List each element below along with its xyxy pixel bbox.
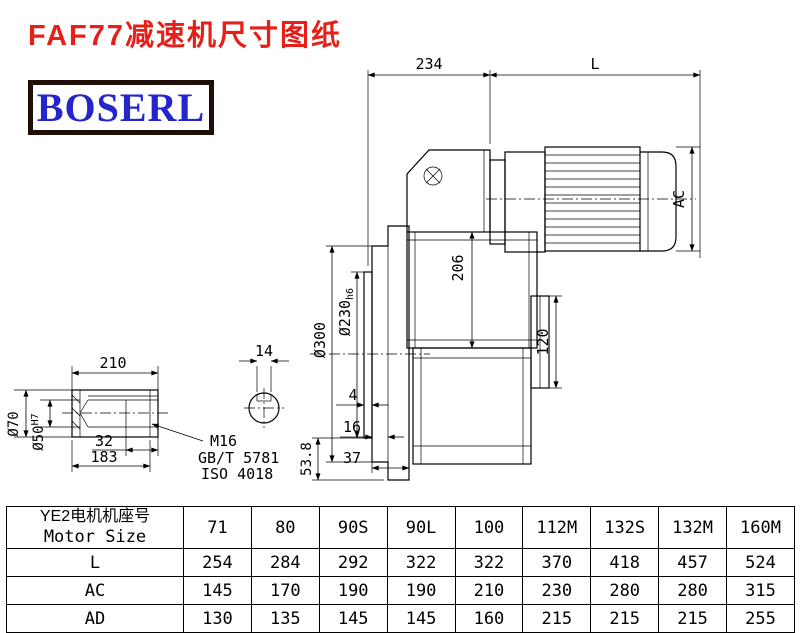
col-header: 100: [454, 506, 524, 549]
table-cell: 315: [726, 576, 795, 605]
motor-fins: [545, 154, 640, 244]
table-cell: 145: [318, 604, 388, 633]
gearbox-lower-body: [412, 347, 532, 465]
thread-note-iso: ISO 4018: [201, 465, 273, 483]
dim-AC-label: AC: [670, 190, 688, 208]
col-header: 71: [183, 506, 252, 549]
table-cell: 215: [522, 604, 592, 633]
table-cell: 255: [726, 604, 795, 633]
table-row: L 254 284 292 322 322 370 418 457 524: [6, 548, 795, 577]
page-title: FAF77减速机尺寸图纸: [28, 20, 343, 52]
dim-50H7-label: Ø50H7: [30, 413, 47, 450]
thread-note-m16: M16: [210, 432, 237, 450]
row-label-L: L: [6, 548, 184, 577]
table-row: AD 130 135 145 145 160 215 215 215 255: [6, 604, 795, 633]
dimensions-main: 234 L AC 206 Ø300 Ø230h6 120 4 16: [299, 55, 701, 481]
shaft-detail-view: [62, 388, 284, 438]
table-cell: 457: [658, 548, 727, 577]
col-header: 160M: [726, 506, 795, 549]
dim-32-label: 32: [95, 432, 113, 450]
gearbox-top-block: [406, 149, 491, 232]
dim-16-label: 16: [343, 418, 361, 436]
motor-size-header: YE2电机机座号 Motor Size: [6, 506, 184, 549]
row-label-AC: AC: [6, 576, 184, 605]
dim-37-label: 37: [343, 449, 361, 467]
dim-230h6-label: Ø230h6: [336, 288, 356, 336]
col-header: 112M: [522, 506, 592, 549]
spigot: [363, 271, 373, 439]
motor-size-table: YE2电机机座号 Motor Size 71 80 90S 90L 100 11…: [6, 506, 795, 633]
table-cell: 145: [386, 604, 456, 633]
motor-flange: [504, 151, 546, 253]
dim-L-label: L: [590, 55, 599, 73]
row-label-AD: AD: [6, 604, 184, 633]
table-cell: 254: [183, 548, 252, 577]
table-cell: 280: [590, 576, 660, 605]
table-cell: 215: [658, 604, 727, 633]
table-cell: 292: [318, 548, 388, 577]
table-cell: 160: [454, 604, 524, 633]
hollow-shaft: [71, 389, 159, 438]
dimensions-shaft: 210 Ø70 Ø50H7 32 183 14 M16 GB/T 5781 IS…: [6, 342, 289, 483]
col-header: 80: [250, 506, 320, 549]
motor-adapter: [489, 159, 506, 245]
table-cell: 284: [250, 548, 320, 577]
table-cell: 230: [522, 576, 592, 605]
fan-cowl: [640, 151, 677, 252]
dim-230-value: Ø230: [336, 300, 354, 336]
dim-50-tolerance: H7: [30, 413, 41, 425]
dim-4-label: 4: [348, 386, 357, 404]
dim-14-label: 14: [255, 342, 273, 360]
table-cell: 322: [454, 548, 524, 577]
dim-50-value: Ø50: [31, 425, 47, 450]
table-cell: 215: [590, 604, 660, 633]
table-cell: 190: [318, 576, 388, 605]
table-cell: 210: [454, 576, 524, 605]
table-cell: 145: [183, 576, 252, 605]
dim-210-label: 210: [99, 354, 126, 372]
table-cell: 370: [522, 548, 592, 577]
dim-120-label: 120: [534, 328, 552, 355]
dim-70-label: Ø70: [6, 411, 22, 436]
table-cell: 280: [658, 576, 727, 605]
dim-300-label: Ø300: [311, 322, 329, 358]
table-cell: 524: [726, 548, 795, 577]
table-cell: 190: [386, 576, 456, 605]
header-label-en: Motor Size: [43, 527, 147, 548]
eyebolt-hole: [423, 166, 443, 186]
table-cell: 170: [250, 576, 320, 605]
col-header: 132M: [658, 506, 727, 549]
table-row: AC 145 170 190 190 210 230 280 280 315: [6, 576, 795, 605]
dim-183-label: 183: [90, 448, 117, 466]
table-cell: 322: [386, 548, 456, 577]
dim-206-label: 206: [449, 254, 467, 281]
table-cell: 418: [590, 548, 660, 577]
table-cell: 130: [183, 604, 252, 633]
flange-outline: [371, 225, 410, 481]
table-header-row: YE2电机机座号 Motor Size 71 80 90S 90L 100 11…: [6, 506, 795, 549]
header-label-cn: YE2电机机座号: [39, 508, 151, 526]
logo-text: BOSERL: [36, 84, 206, 130]
thread-note-gbt: GB/T 5781: [198, 449, 279, 467]
dim-234-label: 234: [415, 55, 442, 73]
dim-53_8-label: 53.8: [299, 442, 315, 476]
col-header: 132S: [590, 506, 660, 549]
col-header: 90S: [318, 506, 388, 549]
table-cell: 135: [250, 604, 320, 633]
boserl-logo: BOSERL: [28, 80, 214, 135]
dim-230-tolerance: h6: [345, 288, 356, 300]
motor-size-table-wrap: YE2电机机座号 Motor Size 71 80 90S 90L 100 11…: [6, 506, 795, 633]
col-header: 90L: [386, 506, 456, 549]
